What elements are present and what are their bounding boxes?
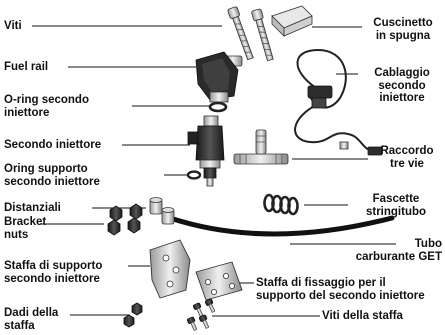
fuel-hose-part bbox=[167, 215, 395, 237]
label-fuel-rail: Fuel rail bbox=[4, 61, 49, 73]
fixing-bracket-part bbox=[195, 261, 243, 301]
bracket-nuts-part bbox=[107, 203, 143, 236]
support-bracket-part bbox=[149, 239, 191, 299]
label-oring-supporto: Oring supporto secondo iniettore bbox=[4, 163, 100, 188]
injector-part bbox=[187, 115, 225, 187]
label-oring-secondo: O-ring secondo iniettore bbox=[4, 94, 89, 119]
label-cablaggio: Cablaggio secondo iniettore bbox=[374, 67, 430, 104]
bracket-screws-part bbox=[186, 298, 216, 331]
harness-part bbox=[294, 48, 383, 156]
oring-support-part bbox=[186, 170, 202, 180]
label-staffa-fissaggio: Staffa di fissaggio per il supporto del … bbox=[256, 277, 425, 302]
label-viti-staffa: Viti della staffa bbox=[322, 310, 403, 322]
foam-pad-part bbox=[271, 5, 313, 37]
label-viti: Viti bbox=[4, 20, 22, 32]
label-dadi-staffa: Dadi della staffa bbox=[4, 307, 59, 332]
screws-part bbox=[227, 6, 274, 62]
tee-fitting-part bbox=[233, 129, 289, 165]
label-fascette: Fascette stringitubo bbox=[365, 193, 427, 218]
label-distanziali: Distanziali bbox=[4, 202, 61, 214]
label-secondo-iniettore: Secondo iniettore bbox=[4, 139, 102, 151]
oring-part bbox=[208, 101, 228, 113]
clamps-part bbox=[263, 193, 299, 216]
label-staffa-supporto: Staffa di supporto secondo iniettore bbox=[4, 260, 103, 285]
label-cuscinetto: Cuscinetto in spugna bbox=[373, 17, 433, 42]
label-raccordo: Raccordo tre vie bbox=[380, 145, 434, 170]
fuel-rail-part bbox=[195, 51, 243, 103]
spacers-part bbox=[149, 197, 175, 225]
label-bracket-nuts: Bracket nuts bbox=[4, 216, 47, 241]
bracket-dadi-part bbox=[123, 302, 143, 328]
label-tubo: Tubo carburante GET bbox=[355, 238, 442, 263]
